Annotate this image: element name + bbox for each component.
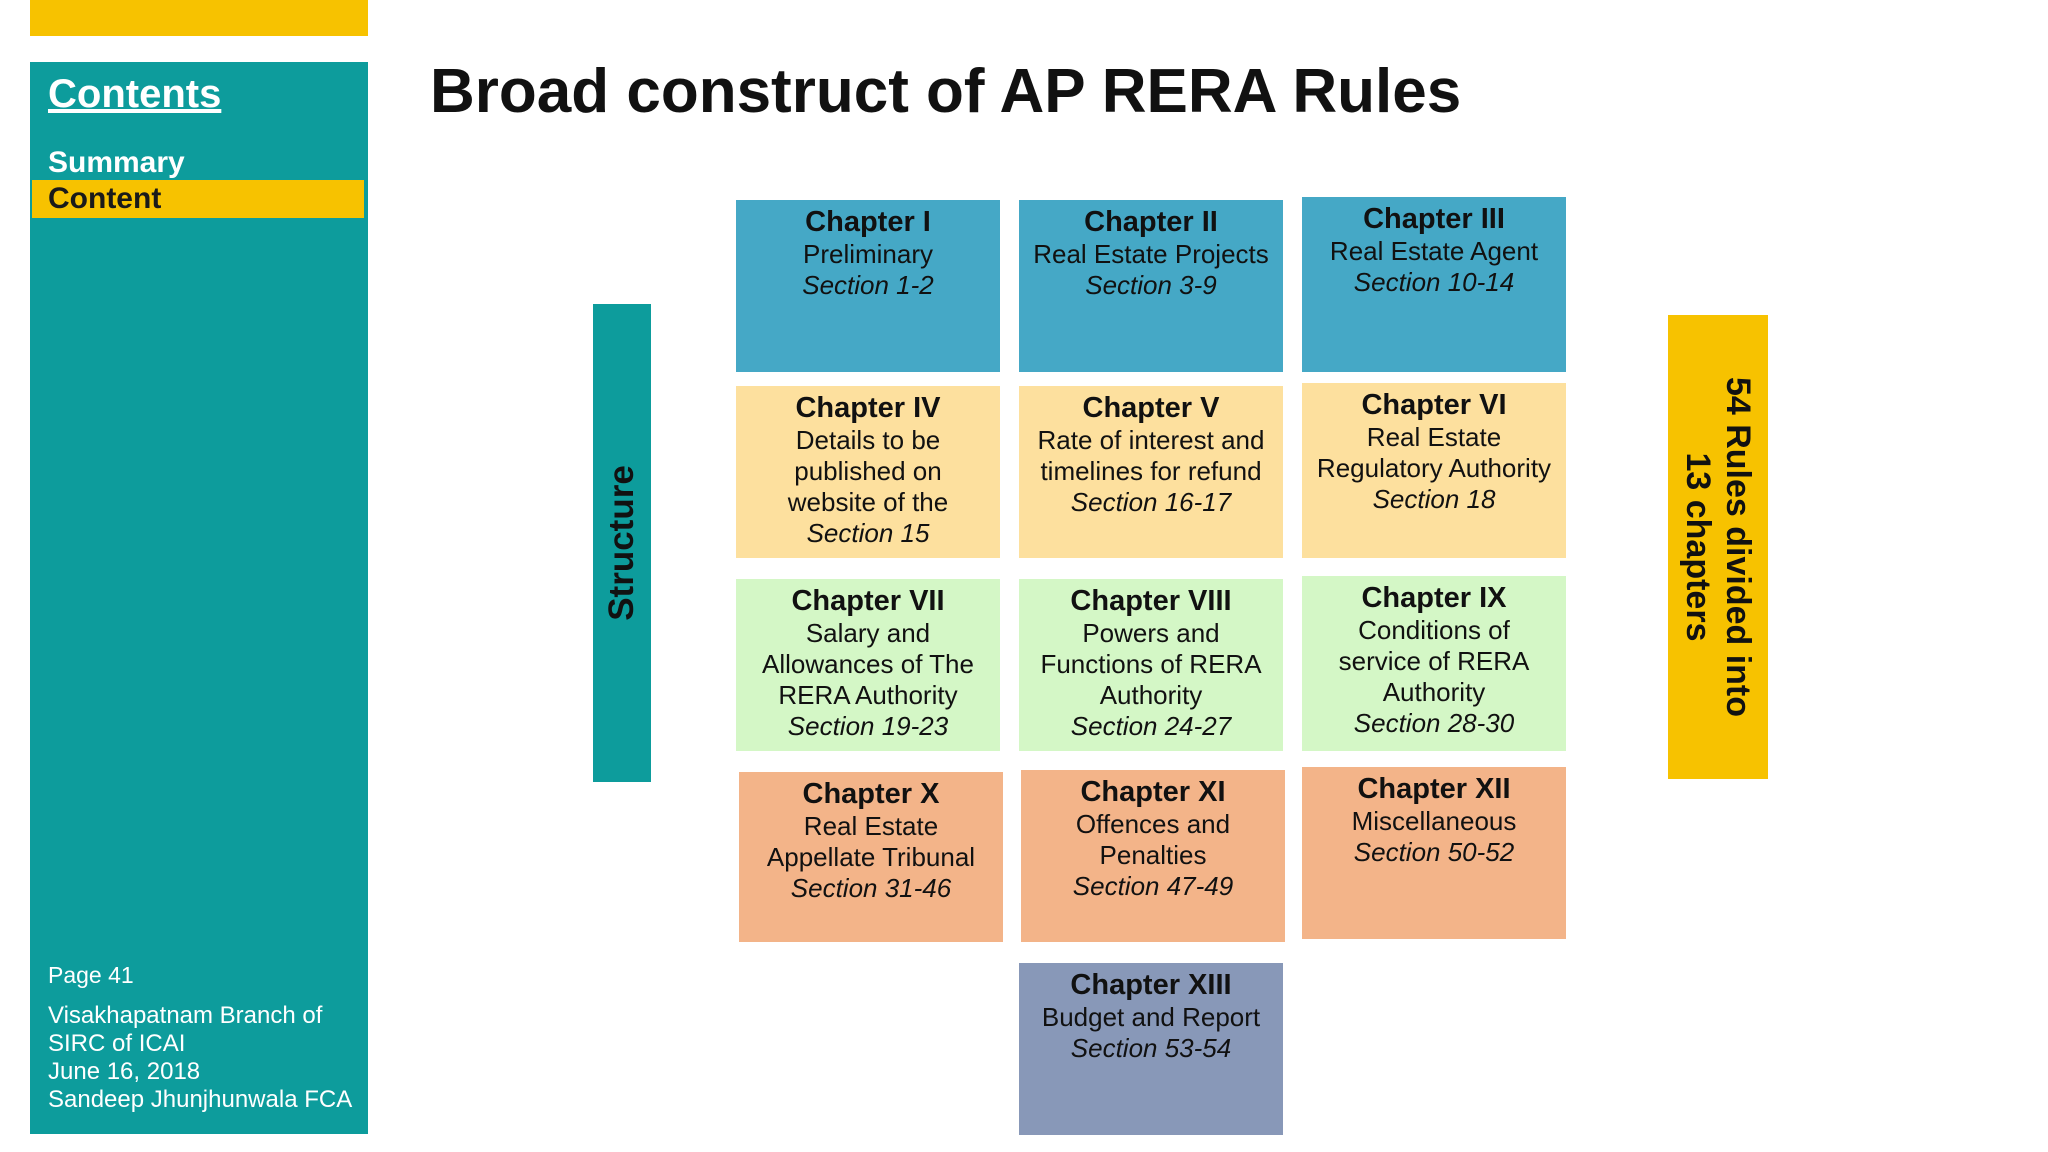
- chapter-box: Chapter XII Miscellaneous Section 50-52: [1302, 767, 1566, 939]
- chapter-description: Powers and Functions of RERA Authority: [1040, 618, 1262, 710]
- chapter-box: Chapter XIII Budget and Report Section 5…: [1019, 963, 1283, 1135]
- footer-line: SIRC of ICAI: [48, 1030, 186, 1057]
- chapter-section: Section 18: [1372, 484, 1496, 514]
- footer-line: June 16, 2018: [48, 1058, 201, 1085]
- chapter-box: Chapter VI Real Estate Regulatory Author…: [1302, 383, 1566, 558]
- chapter-title: Chapter II: [1084, 206, 1218, 238]
- chapter-description: Preliminary: [802, 239, 934, 269]
- sidebar: Contents Summary Content Page 41 Visakha…: [30, 62, 368, 1134]
- chapter-section: Section 1-2: [802, 270, 934, 300]
- chapter-section: Section 31-46: [790, 873, 952, 903]
- chapter-description: Real Estate Appellate Tribunal: [766, 811, 976, 872]
- footer-line: Visakhapatnam Branch of: [48, 1002, 323, 1029]
- chapter-box: Chapter V Rate of interest and timelines…: [1019, 386, 1283, 558]
- chapter-section: Section 10-14: [1353, 267, 1515, 297]
- footer-line: Sandeep Jhunjhunwala FCA: [48, 1086, 353, 1113]
- page-title: Broad construct of AP RERA Rules: [430, 57, 1462, 126]
- chapter-description: Offences and Penalties: [1075, 809, 1231, 870]
- summary-box: 54 Rules divided into 13 chapters: [1668, 315, 1768, 779]
- chapter-title: Chapter III: [1363, 203, 1505, 235]
- sidebar-item-summary[interactable]: Summary: [48, 146, 185, 179]
- chapter-section: Section 47-49: [1072, 871, 1234, 901]
- chapter-description: Miscellaneous: [1351, 806, 1517, 836]
- chapter-box: Chapter II Real Estate Projects Section …: [1019, 200, 1283, 372]
- footer-info: Visakhapatnam Branch of SIRC of ICAI Jun…: [48, 1002, 368, 1114]
- chapter-section: Section 3-9: [1085, 270, 1217, 300]
- chapter-title: Chapter IV: [795, 392, 941, 424]
- chapter-box: Chapter IX Conditions of service of RERA…: [1302, 576, 1566, 751]
- chapter-description: Real Estate Agent: [1329, 236, 1539, 266]
- chapter-box: Chapter I Preliminary Section 1-2: [736, 200, 1000, 372]
- chapter-title: Chapter VIII: [1070, 585, 1232, 617]
- chapter-section: Section 53-54: [1070, 1033, 1232, 1063]
- chapter-box: Chapter XI Offences and Penalties Sectio…: [1021, 770, 1285, 942]
- chapter-box: Chapter VII Salary and Allowances of The…: [736, 579, 1000, 751]
- chapter-box: Chapter X Real Estate Appellate Tribunal…: [739, 772, 1003, 942]
- summary-text: 54 Rules divided into 13 chapters: [1678, 377, 1758, 717]
- chapter-box: Chapter III Real Estate Agent Section 10…: [1302, 197, 1566, 372]
- chapter-title: Chapter VI: [1361, 389, 1507, 421]
- structure-bar: Structure: [593, 304, 651, 782]
- summary-line: 13 chapters: [1679, 452, 1717, 642]
- chapter-title: Chapter VII: [791, 585, 945, 617]
- chapter-description: Details to be published on website of th…: [787, 425, 949, 517]
- chapter-section: Section 24-27: [1070, 711, 1232, 741]
- sidebar-item-label: Content: [48, 182, 162, 215]
- chapter-section: Section 28-30: [1353, 708, 1515, 738]
- chapter-description: Real Estate Projects: [1033, 239, 1269, 269]
- page-number: Page 41: [48, 962, 134, 988]
- chapter-description: Budget and Report: [1041, 1002, 1261, 1032]
- chapter-title: Chapter I: [805, 206, 931, 238]
- chapter-description: Rate of interest and timelines for refun…: [1037, 425, 1265, 486]
- chapter-title: Chapter V: [1082, 392, 1220, 424]
- chapter-box: Chapter VIII Powers and Functions of RER…: [1019, 579, 1283, 751]
- top-accent-bar: [30, 0, 368, 36]
- chapter-description: Conditions of service of RERA Authority: [1338, 615, 1530, 707]
- sidebar-title[interactable]: Contents: [48, 72, 222, 116]
- chapter-section: Section 15: [806, 518, 930, 548]
- structure-label: Structure: [602, 465, 641, 621]
- chapter-description: Real Estate Regulatory Authority: [1316, 422, 1552, 483]
- sidebar-item-content[interactable]: Content: [32, 180, 364, 218]
- chapter-title: Chapter IX: [1361, 582, 1507, 614]
- chapter-box: Chapter IV Details to be published on we…: [736, 386, 1000, 558]
- chapter-section: Section 50-52: [1353, 837, 1515, 867]
- chapter-section: Section 19-23: [787, 711, 949, 741]
- chapter-title: Chapter X: [802, 778, 940, 810]
- chapter-description: Salary and Allowances of The RERA Author…: [762, 618, 974, 710]
- chapter-section: Section 16-17: [1070, 487, 1232, 517]
- chapter-title: Chapter XII: [1357, 773, 1511, 805]
- chapter-title: Chapter XIII: [1070, 969, 1232, 1001]
- summary-line: 54 Rules divided into: [1719, 376, 1757, 718]
- chapter-title: Chapter XI: [1080, 776, 1226, 808]
